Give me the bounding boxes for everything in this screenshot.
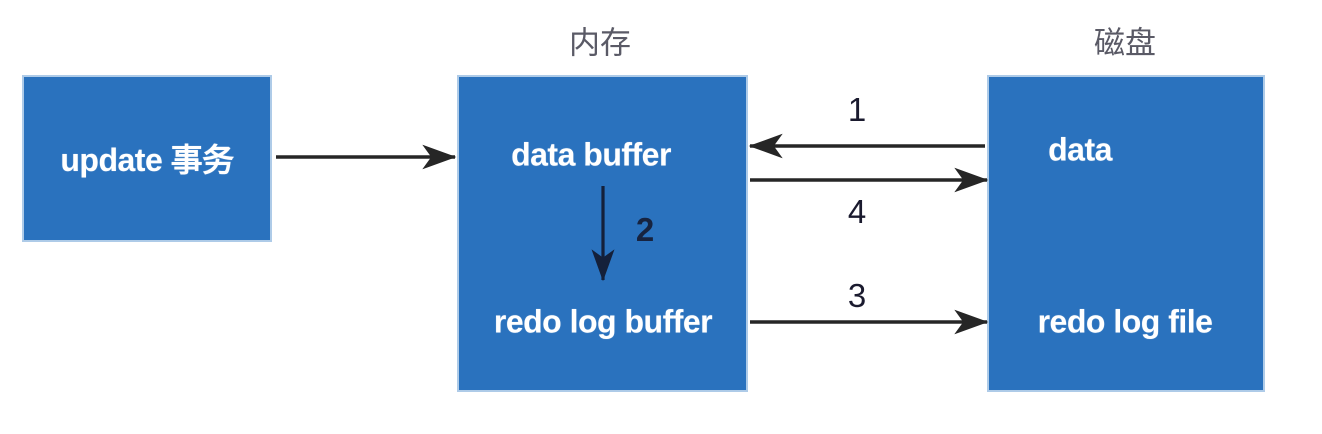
block-disk-container[interactable]: [987, 75, 1265, 392]
label-data: data: [1048, 131, 1112, 168]
step-label-3: 3: [847, 277, 867, 314]
label-redo-log-file: redo log file: [1037, 303, 1213, 340]
block-update-transaction[interactable]: [22, 75, 272, 242]
label-data-buffer: data buffer: [511, 136, 671, 173]
step-label-4: 4: [847, 193, 867, 230]
step-label-1: 1: [847, 91, 867, 128]
memory-section-caption: 内存: [569, 25, 631, 62]
step-label-2: 2: [635, 211, 655, 248]
block-memory-container[interactable]: [457, 75, 748, 392]
label-update-transaction: update 事务: [60, 142, 234, 178]
disk-section-caption: 磁盘: [1094, 25, 1156, 62]
label-redo-log-buffer: redo log buffer: [493, 303, 713, 340]
